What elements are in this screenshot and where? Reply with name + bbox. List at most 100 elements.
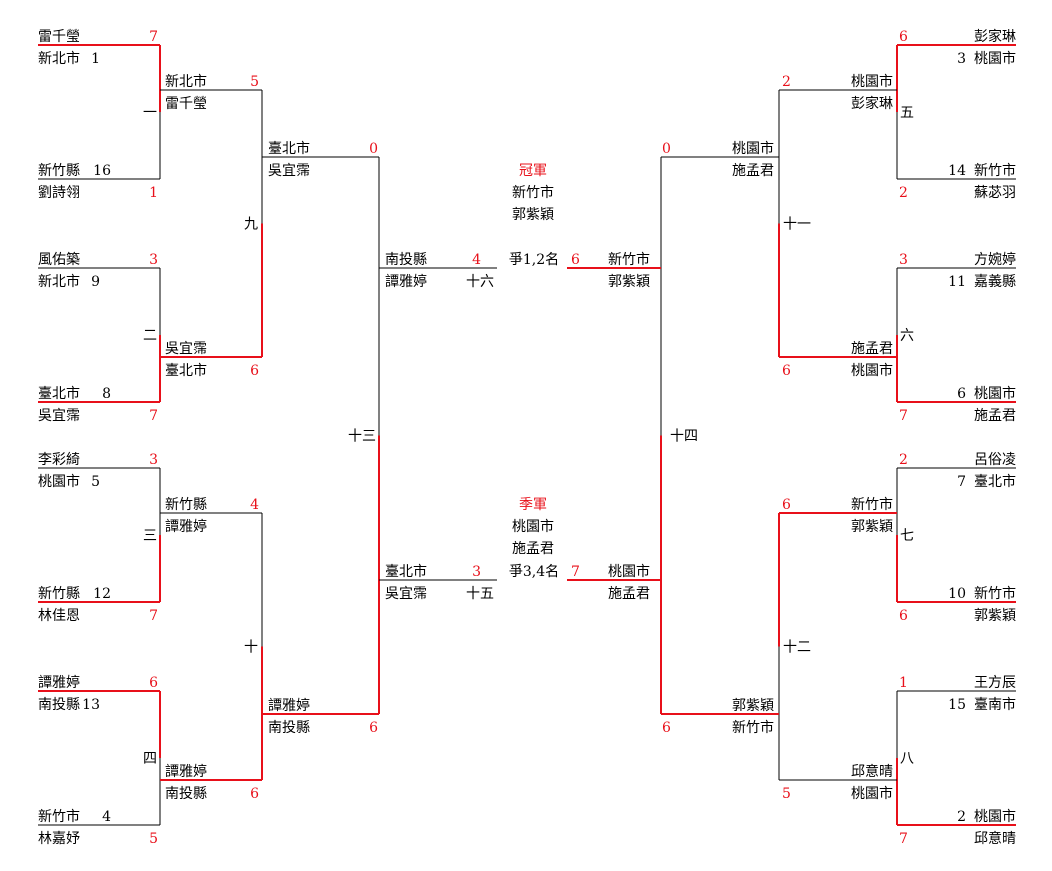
match-number: 九 [244,217,258,233]
team-name: 南投縣 [165,786,207,802]
seed-number: 3 [957,51,966,67]
match-score: 3 [149,452,158,468]
match-label: 爭1,2名 [509,252,559,268]
team-name: 新北市 [38,273,80,290]
player-name: 吳宜霈 [268,163,310,179]
team-name: 臺北市 [165,362,207,379]
seed-number: 8 [102,386,111,402]
team-name: 桃園市 [38,473,80,490]
match-score: 2 [782,74,791,90]
seed-number: 5 [91,474,100,490]
match-score: 5 [250,74,259,90]
match-number: 二 [143,328,157,344]
player-name: 彭家琳 [851,95,893,112]
third-place-title: 季軍 [519,497,547,513]
match-number: 十六 [466,274,494,290]
player-name: 王方辰 [974,675,1016,691]
match-score: 7 [899,831,908,847]
team-name: 新竹市 [38,808,80,825]
seed-number: 10 [948,586,966,602]
player-name: 郭紫穎 [851,518,893,535]
team-name: 新竹市 [608,251,650,268]
player-name: 邱意晴 [851,763,893,780]
player-name: 李彩綺 [38,452,80,468]
match-score: 2 [899,185,908,201]
match-score: 6 [250,786,259,802]
match-score: 7 [899,408,908,424]
team-name: 南投縣 [268,720,310,736]
player-name: 施孟君 [851,341,893,357]
player-name: 郭紫穎 [974,607,1016,624]
match-number: 八 [900,751,914,767]
seed-number: 9 [91,274,100,290]
player-name: 蘇苾羽 [974,185,1016,201]
match-score: 7 [149,29,158,45]
team-name: 新竹縣 [38,163,80,179]
player-name: 譚雅婷 [165,519,207,535]
match-number: 十三 [348,429,376,445]
match-score: 6 [662,720,671,736]
player-name: 施孟君 [974,408,1016,424]
match-number: 三 [143,528,157,544]
match-score: 6 [369,720,378,736]
champion-name: 郭紫穎 [512,206,554,223]
match-score: 7 [149,408,158,424]
match-score: 6 [782,497,791,513]
team-name: 臺南市 [974,696,1016,713]
team-name: 桃園市 [851,73,893,90]
team-name: 新北市 [38,50,80,67]
player-name: 風佑築 [38,252,80,268]
match-label: 爭3,4名 [509,564,559,580]
player-name: 林嘉妤 [38,831,80,847]
player-name: 郭紫穎 [608,273,650,290]
player-name: 郭紫穎 [732,697,774,714]
match-number: 四 [143,751,157,767]
match-number: 十四 [670,429,698,445]
player-name: 林佳恩 [38,608,80,624]
match-score: 7 [571,564,580,580]
player-name: 雷千瑩 [38,29,80,45]
seed-number: 11 [948,274,966,290]
team-name: 新竹市 [732,719,774,736]
player-name: 譚雅婷 [165,764,207,780]
champion-title: 冠軍 [519,163,547,179]
seed-number: 6 [957,386,966,402]
player-name: 劉詩翎 [38,185,80,201]
seed-number: 7 [957,474,966,490]
player-name: 譚雅婷 [385,274,427,290]
team-name: 臺北市 [385,563,427,580]
match-score: 1 [899,675,908,691]
match-score: 5 [782,786,791,802]
seed-number: 1 [91,51,100,67]
team-name: 新北市 [165,73,207,90]
team-name: 桃園市 [851,785,893,802]
match-score: 6 [899,29,908,45]
team-name: 桃園市 [732,140,774,157]
seed-number: 14 [948,163,966,179]
team-name: 桃園市 [974,50,1016,67]
team-name: 臺北市 [38,385,80,402]
team-name: 南投縣 [38,697,80,713]
player-name: 彭家琳 [974,28,1016,45]
team-name: 桃園市 [974,385,1016,402]
match-number: 六 [900,328,914,344]
match-score: 6 [250,363,259,379]
seed-number: 16 [93,163,111,179]
match-score: 1 [149,185,158,201]
player-name: 施孟君 [608,586,650,602]
team-name: 臺北市 [974,473,1016,490]
team-name: 新竹市 [974,162,1016,179]
seed-number: 4 [102,809,111,825]
match-score: 4 [250,497,259,513]
match-score: 6 [782,363,791,379]
champion-team: 新竹市 [512,184,554,201]
match-score: 6 [149,675,158,691]
match-score: 6 [899,608,908,624]
match-number: 十一 [783,217,811,233]
match-number: 十二 [783,640,811,656]
match-number: 一 [143,105,157,121]
match-score: 3 [899,252,908,268]
player-name: 方婉婷 [974,252,1016,268]
match-score: 0 [662,141,671,157]
